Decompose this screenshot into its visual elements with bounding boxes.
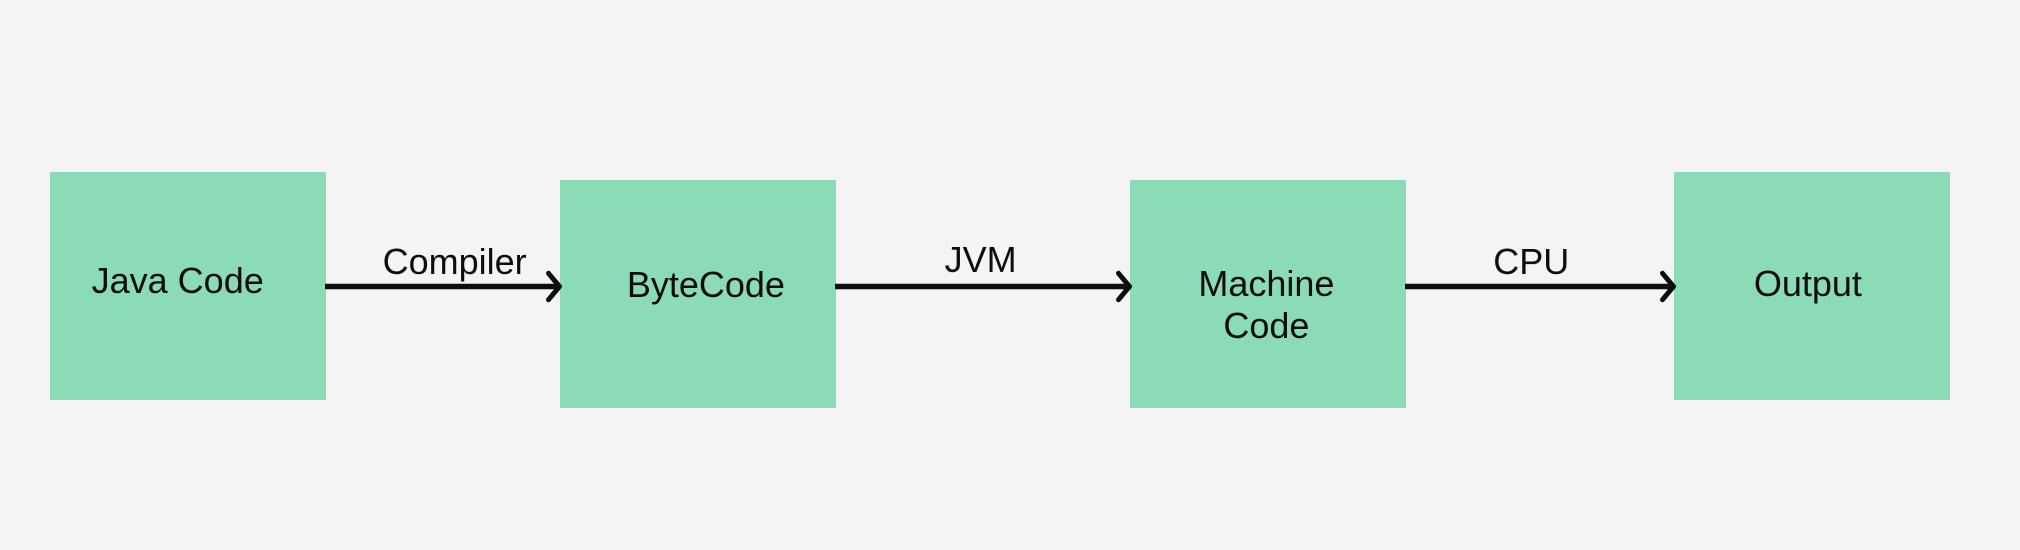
arrow-jvm xyxy=(835,270,1132,303)
node-java-code xyxy=(50,172,326,400)
node-label-bytecode: ByteCode xyxy=(626,263,785,305)
node-bytecode xyxy=(560,180,836,408)
arrow-cpu xyxy=(1405,270,1676,303)
arrow-label-compiler: Compiler xyxy=(382,240,527,282)
node-output xyxy=(1674,172,1950,400)
arrow-compiler xyxy=(325,270,562,303)
node-label-output: Output xyxy=(1753,263,1862,305)
node-label-java-code: Java Code xyxy=(91,259,264,301)
arrow-label-jvm: JVM xyxy=(944,238,1017,280)
arrow-label-cpu: CPU xyxy=(1493,240,1570,282)
node-label-machine-code: Machine Code xyxy=(1198,262,1335,346)
node-machine-code xyxy=(1130,180,1406,408)
